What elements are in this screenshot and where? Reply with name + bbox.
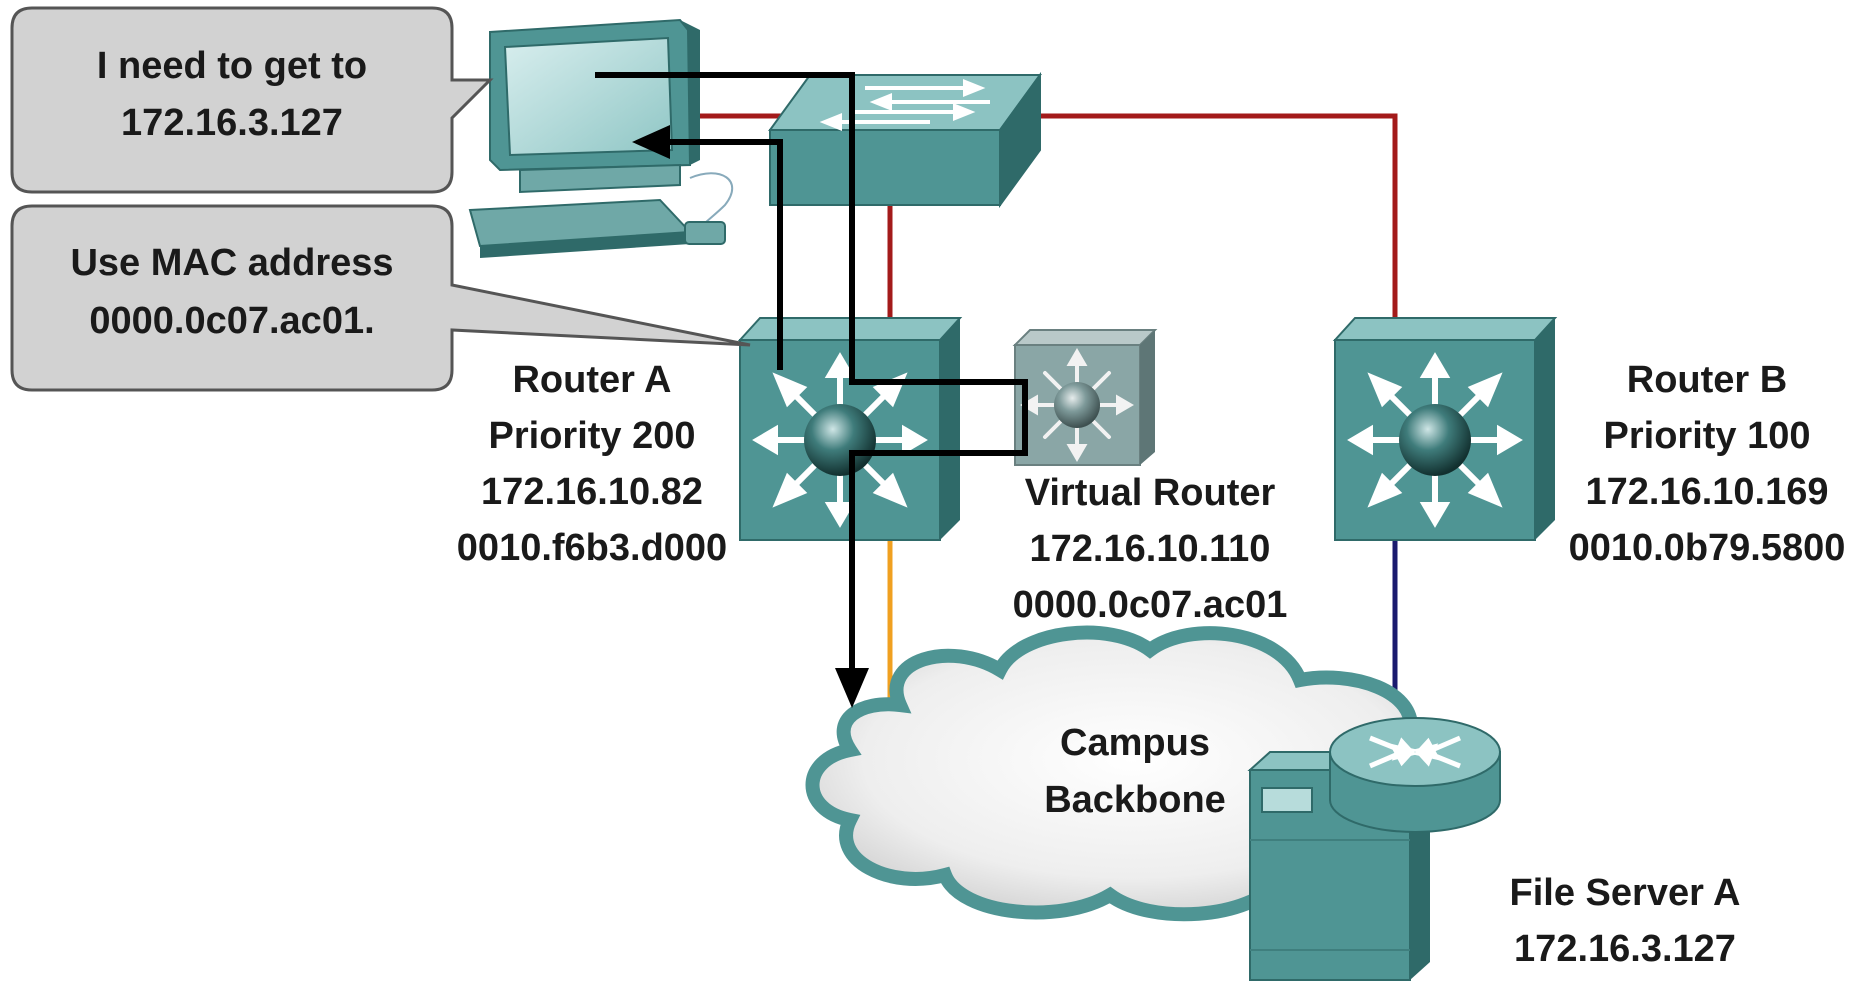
router-a-label: Router A Priority 200 172.16.10.82 0010.… xyxy=(457,359,727,569)
reply-flow-path xyxy=(668,139,783,370)
router-a-mac: 0010.f6b3.d000 xyxy=(457,527,727,569)
file-server-name: File Server A xyxy=(1510,872,1741,914)
backbone-label-line1: Campus xyxy=(1060,722,1210,764)
router-b-icon xyxy=(1332,317,1558,541)
flow-arrows xyxy=(595,72,1028,708)
virtual-router-label: Virtual Router 172.16.10.110 0000.0c07.a… xyxy=(1013,472,1288,626)
request-flow-arrowhead xyxy=(835,668,869,708)
router-b-name: Router B xyxy=(1627,359,1787,401)
workstation-icon xyxy=(468,18,733,258)
callout-reply: Use MAC address 0000.0c07.ac01. xyxy=(10,204,751,392)
link-switch-router-b xyxy=(1040,113,1398,318)
router-a-ip: 172.16.10.82 xyxy=(481,471,703,513)
callout-reply-line2: 0000.0c07.ac01. xyxy=(89,300,374,342)
file-server-label: File Server A 172.16.3.127 xyxy=(1510,872,1741,970)
callout-request-line1: I need to get to xyxy=(97,45,367,87)
router-b-priority: Priority 100 xyxy=(1604,415,1811,457)
callout-request: I need to get to 172.16.3.127 xyxy=(10,6,494,194)
virtual-router-name: Virtual Router xyxy=(1025,472,1276,514)
file-server-ip: 172.16.3.127 xyxy=(1514,928,1736,970)
router-b-mac: 0010.0b79.5800 xyxy=(1569,527,1846,569)
request-flow-path xyxy=(595,72,1028,672)
file-server-icon xyxy=(1247,751,1433,981)
router-b-ip: 172.16.10.169 xyxy=(1585,471,1828,513)
router-a-icon xyxy=(737,317,963,541)
virtual-router-icon xyxy=(1012,329,1158,466)
router-a-priority: Priority 200 xyxy=(489,415,696,457)
reply-flow-arrowhead xyxy=(632,125,670,159)
router-a-name: Router A xyxy=(512,359,671,401)
callout-reply-line1: Use MAC address xyxy=(70,242,393,284)
virtual-router-mac: 0000.0c07.ac01 xyxy=(1013,584,1288,626)
backbone-label-line2: Backbone xyxy=(1044,779,1226,821)
router-b-label: Router B Priority 100 172.16.10.169 0010… xyxy=(1569,359,1846,569)
callout-request-line2: 172.16.3.127 xyxy=(121,102,343,144)
server-router-icon xyxy=(1329,717,1501,833)
switch-icon xyxy=(768,71,1042,209)
virtual-router-ip: 172.16.10.110 xyxy=(1030,528,1271,570)
